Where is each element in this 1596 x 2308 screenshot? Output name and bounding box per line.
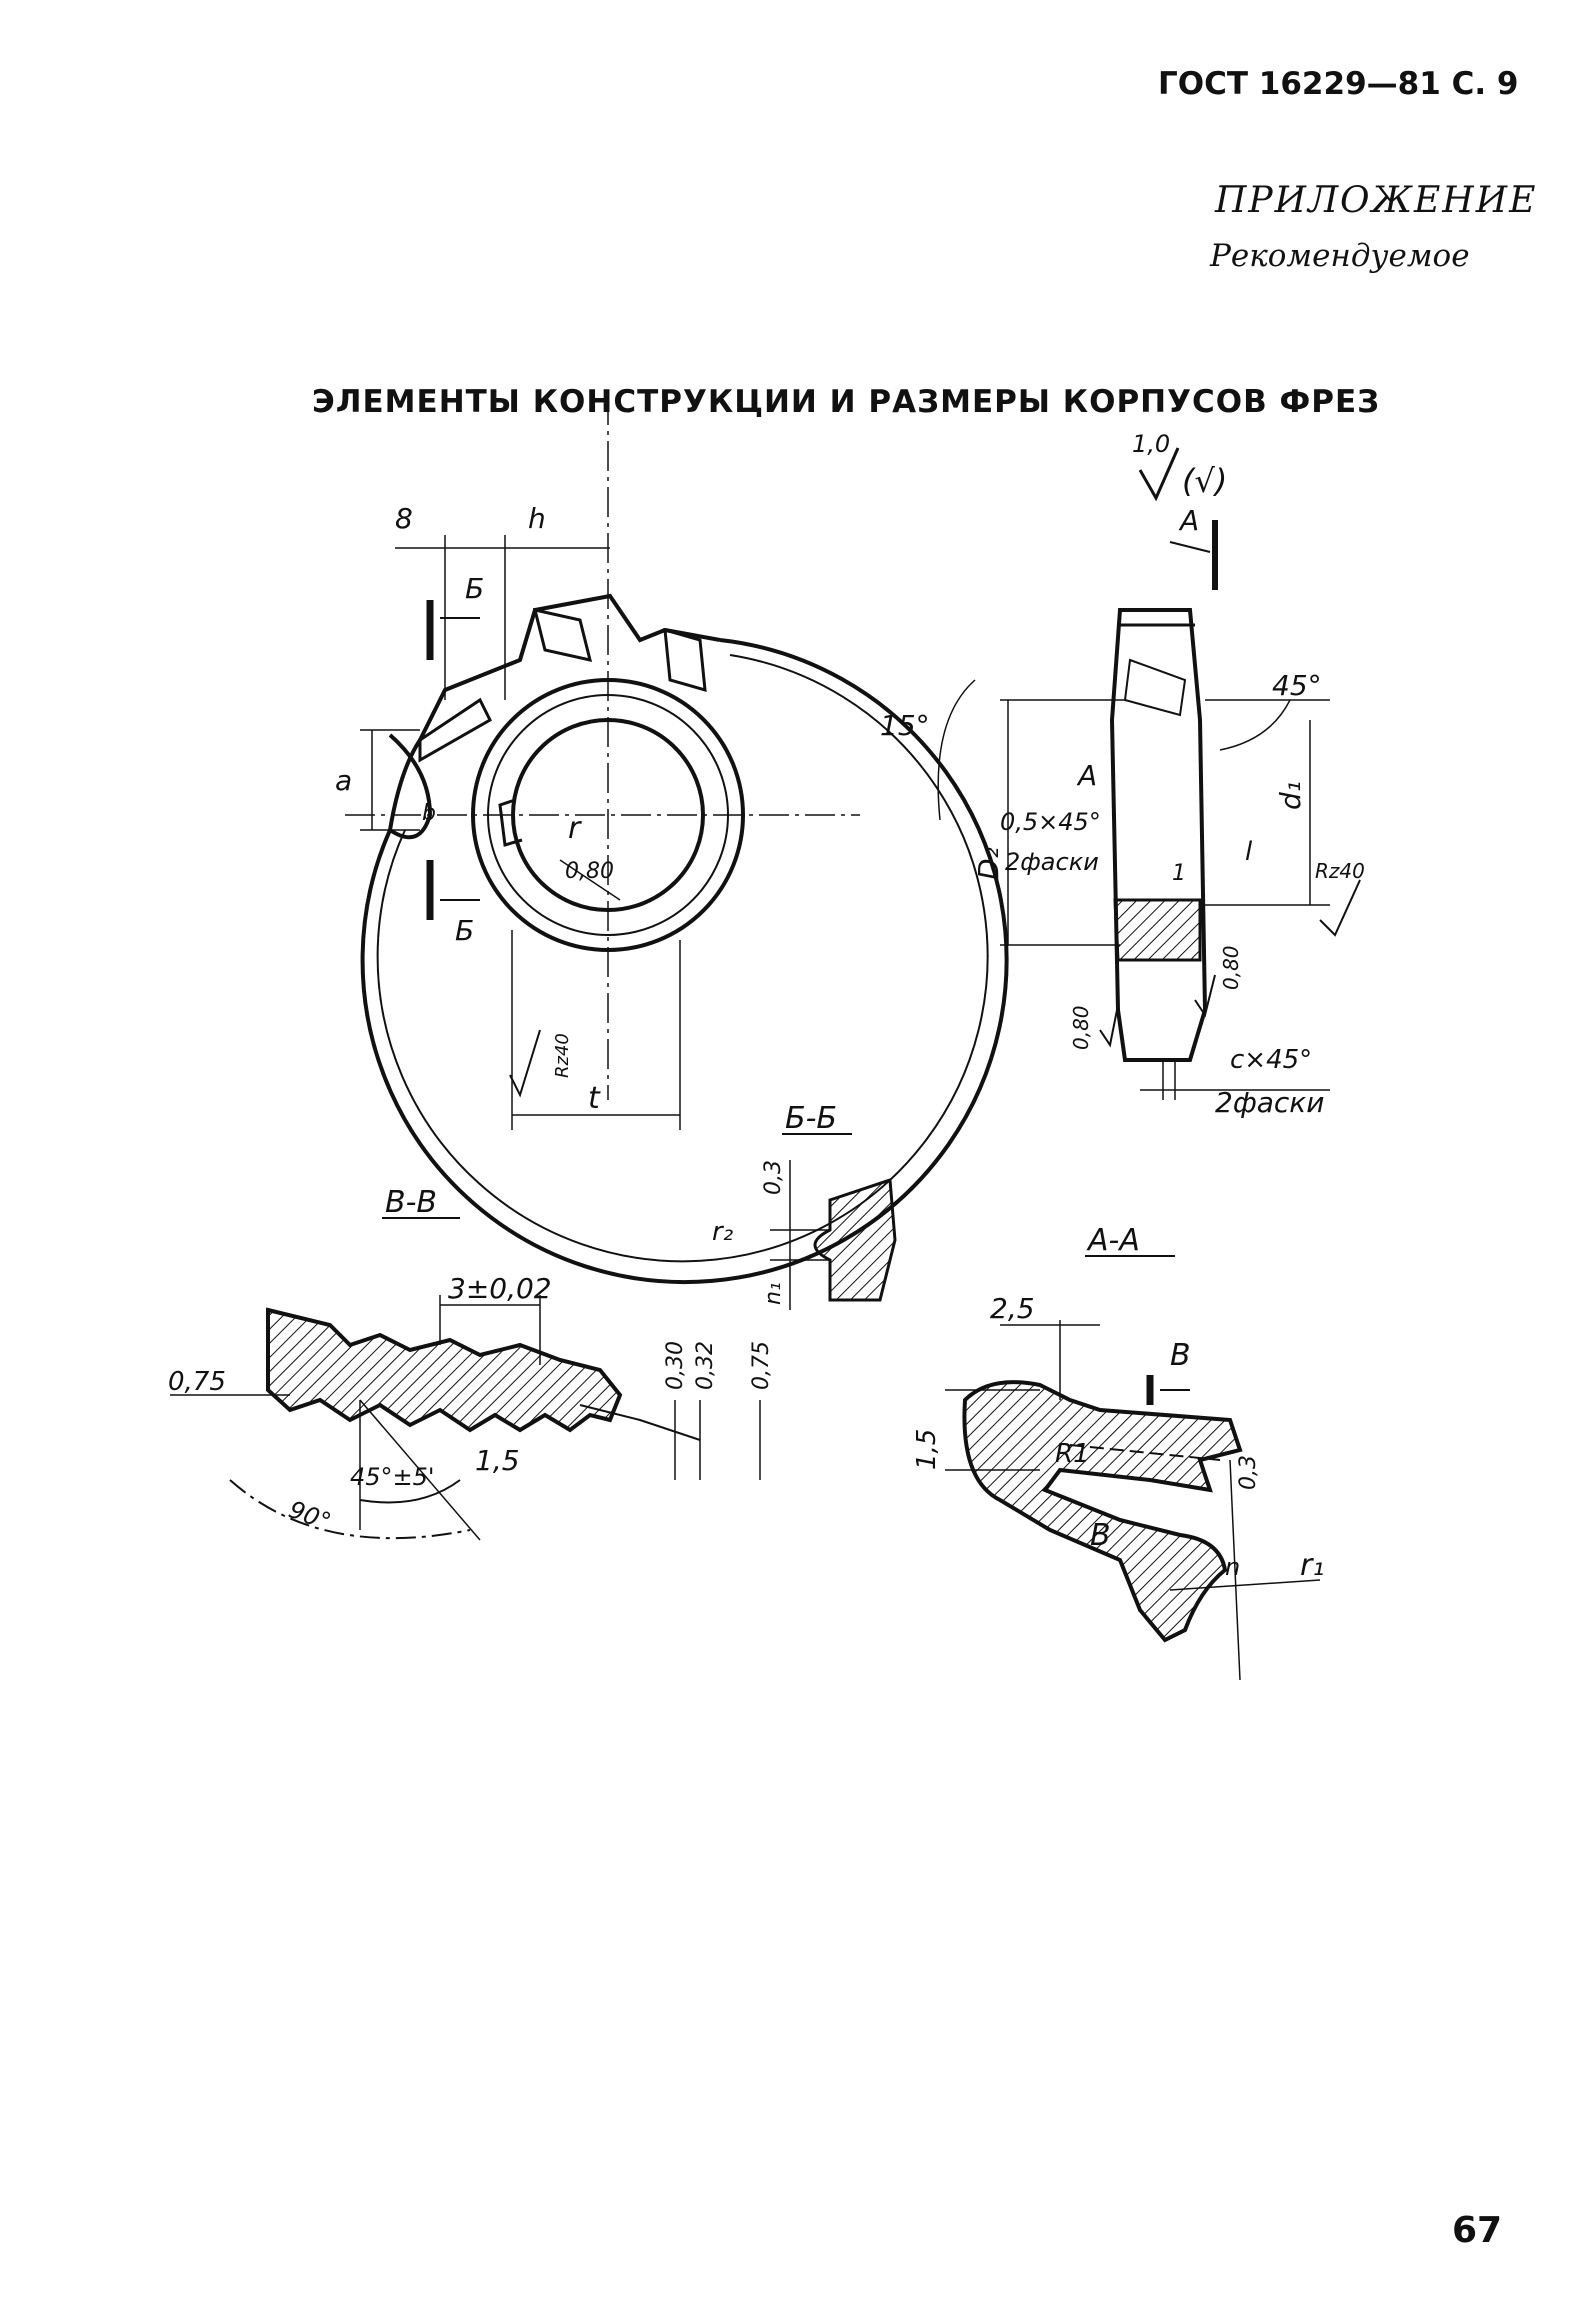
- doc-reference: ГОСТ 16229—81 С. 9: [1158, 66, 1519, 102]
- front-view-labels: 8 h Б a b r 0,80 Б Rz40 t: [335, 502, 614, 1116]
- front-view: [345, 395, 1009, 1285]
- side-view: [937, 520, 1361, 1100]
- appendix-status: Рекомендуемое: [1210, 238, 1470, 274]
- section-title: ЭЛЕМЕНТЫ КОНСТРУКЦИИ И РАЗМЕРЫ КОРПУСОВ …: [312, 384, 1381, 420]
- page-number: 67: [1452, 2210, 1503, 2251]
- aa-r1: r₁: [1300, 1548, 1324, 1583]
- side-d1: d₁: [1274, 781, 1307, 810]
- vv-d032: 0,32: [693, 1341, 718, 1390]
- section-mark-b-bottom: Б: [455, 914, 474, 947]
- section-bb: Б-Б 0,3 r₂ n₁: [712, 1101, 897, 1310]
- aa-d03: 0,3: [1236, 1455, 1261, 1490]
- vv-d030: 0,30: [663, 1341, 688, 1390]
- section-aa: А-А 2,5 В 1,5 R1 В 0,3 n r₁: [912, 1223, 1324, 1681]
- vv-d075-right: 0,75: [749, 1341, 774, 1390]
- roughness-note: 1,0 (√): [1132, 430, 1227, 502]
- dim-b-top: 8: [395, 502, 413, 535]
- side-rough-br: 0,80: [1219, 945, 1243, 990]
- section-vv: В-В 3±0,02 0,75 0,30 0,32 0,75 1,5 45°±5…: [168, 1185, 774, 1541]
- aa-mark-v-bottom: В: [1090, 1518, 1111, 1553]
- rough-side: Rz40: [552, 1033, 573, 1078]
- side-chamfer-count: 2фаски: [1005, 848, 1099, 876]
- roughness-note-value: 1,0: [1132, 430, 1170, 458]
- dim-r: r: [568, 811, 582, 846]
- dim-b: b: [422, 801, 436, 826]
- side-section-mark: А: [1178, 504, 1199, 537]
- dim-a: a: [335, 764, 352, 797]
- roughness-note-paren: (√): [1182, 462, 1227, 500]
- side-rz: Rz40: [1315, 859, 1365, 883]
- section-vv-title: В-В: [385, 1185, 437, 1220]
- side-angle-15: 15°: [880, 709, 930, 742]
- side-c-chamfer: c×45°: [1230, 1045, 1312, 1075]
- side-c-count: 2фаски: [1215, 1086, 1324, 1119]
- side-D2: D₂: [972, 847, 1005, 880]
- section-bb-title: Б-Б: [785, 1101, 837, 1136]
- bb-d03: 0,3: [761, 1160, 786, 1195]
- section-aa-title: А-А: [1086, 1223, 1140, 1258]
- appendix-title: ПРИЛОЖЕНИЕ: [1215, 180, 1538, 221]
- side-one: 1: [1172, 861, 1186, 886]
- aa-d25: 2,5: [990, 1292, 1035, 1325]
- side-chamfer: 0,5×45°: [1000, 808, 1101, 836]
- bb-n1: n₁: [761, 1282, 786, 1305]
- section-mark-b-top: Б: [465, 572, 484, 605]
- side-angle-45: 45°: [1272, 669, 1322, 702]
- side-rough-bl: 0,80: [1069, 1005, 1093, 1050]
- vv-d15: 1,5: [475, 1444, 520, 1477]
- dim-t: t: [588, 1081, 601, 1116]
- vv-angle-90: 90°: [285, 1495, 335, 1536]
- bb-r2: r₂: [712, 1217, 733, 1247]
- side-view-labels: А 45° 15° А d₁ D₂ 0,5×45° 2фаски l 1 Rz4…: [880, 504, 1365, 1119]
- vv-pitch: 3±0,02: [448, 1272, 552, 1305]
- side-l: l: [1245, 837, 1253, 867]
- dim-h: h: [528, 502, 546, 535]
- aa-mark-v-top: В: [1170, 1338, 1191, 1373]
- vv-d075-left: 0,75: [168, 1367, 226, 1397]
- rough-bore: 0,80: [565, 859, 614, 884]
- vv-angle-tol: 45°±5': [350, 1463, 435, 1491]
- side-mark-a: А: [1076, 759, 1097, 792]
- aa-d15: 1,5: [912, 1429, 942, 1470]
- aa-R1: R1: [1055, 1439, 1090, 1469]
- aa-n: n: [1225, 1553, 1240, 1581]
